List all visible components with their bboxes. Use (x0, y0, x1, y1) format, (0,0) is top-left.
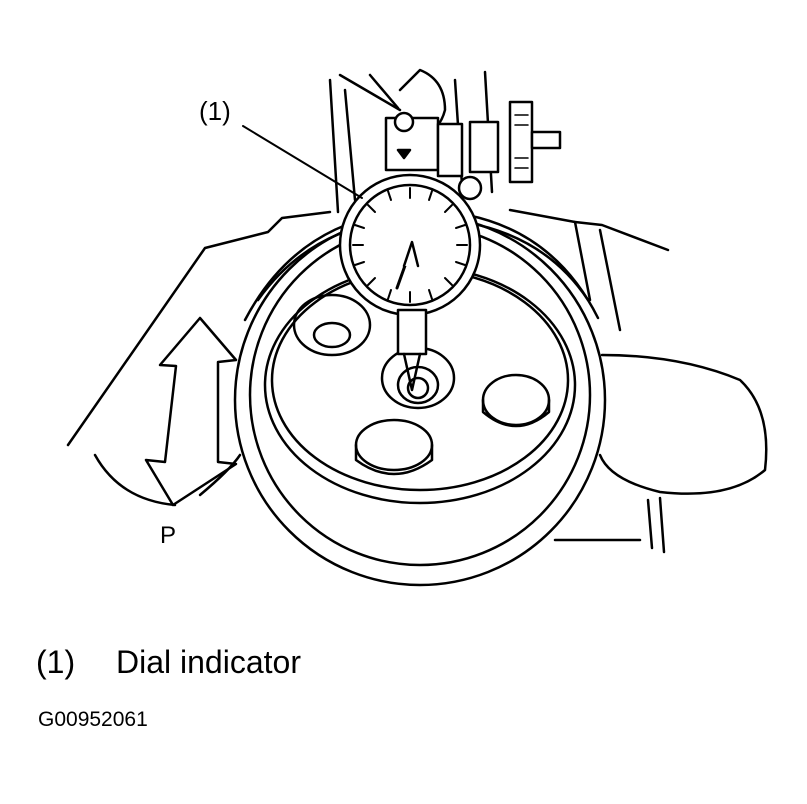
dial-indicator-illustration (66, 68, 768, 587)
legend: (1) Dial indicator (36, 646, 301, 678)
callout-leader-line (242, 125, 363, 199)
pulley-hole-right (481, 373, 551, 428)
indicator-stand (328, 68, 562, 214)
pulley-hole-bottom (354, 418, 434, 476)
callout-number: (1) (199, 96, 231, 126)
double-arrow-p-icon (144, 316, 238, 507)
housing-outline (66, 208, 768, 554)
legend-number: (1) (36, 644, 76, 680)
arrow-label-p: P (160, 522, 177, 549)
figure-id: G00952061 (38, 708, 148, 731)
dial-indicator-gauge (338, 173, 482, 392)
legend-text: Dial indicator (116, 644, 301, 680)
center-hub (380, 346, 456, 410)
pulley-hole-top-left (292, 293, 372, 357)
